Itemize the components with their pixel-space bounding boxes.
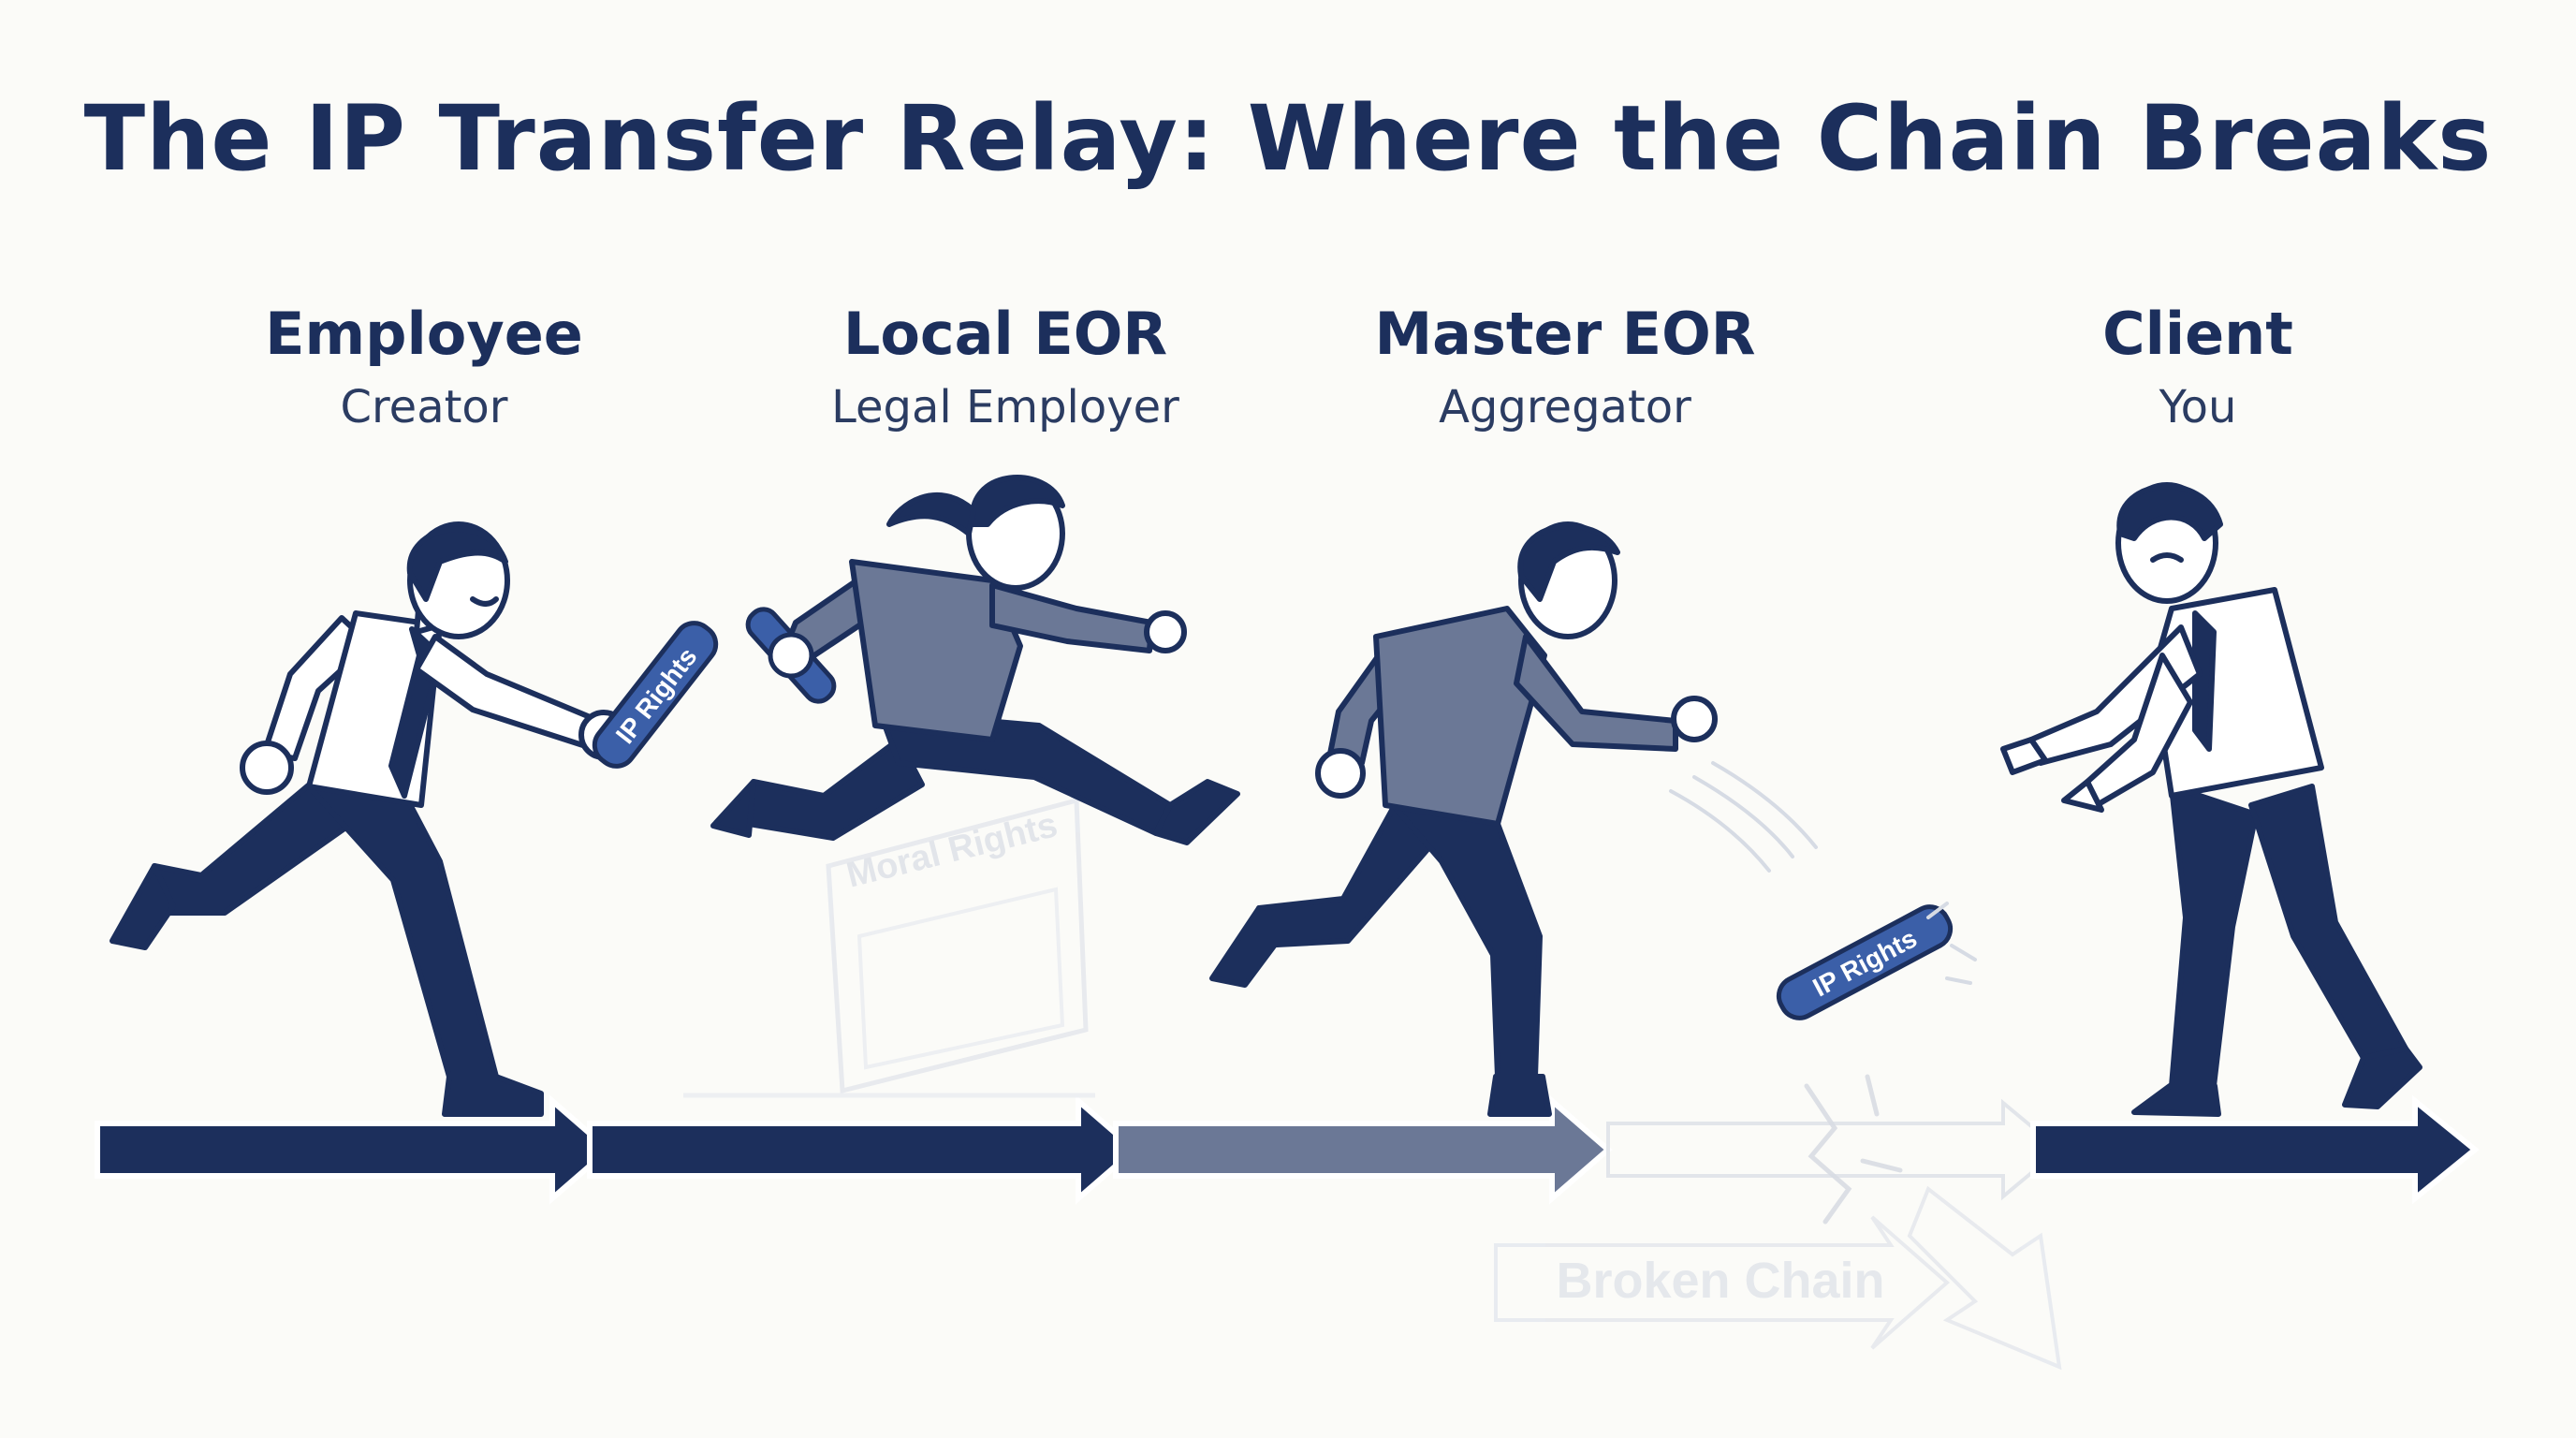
track-arrow-final — [2030, 1094, 2480, 1205]
drop-motion-lines — [1669, 761, 1977, 985]
role-employee-subtitle: Creator — [340, 381, 508, 433]
runner-local-eor — [710, 475, 1240, 845]
role-client-name: Client — [2102, 300, 2293, 368]
track-arrow-3 — [1113, 1094, 1613, 1205]
track-arrow-2 — [587, 1094, 1139, 1205]
baton-local-eor — [745, 607, 837, 704]
role-local-eor-name: Local EOR — [842, 300, 1168, 368]
track-arrow-broken — [1606, 1098, 2063, 1201]
baton-employee: IP Rights — [592, 621, 719, 769]
client-figure — [2000, 482, 2422, 1117]
role-employee: Employee Creator — [124, 300, 724, 433]
role-master-eor-name: Master EOR — [1374, 300, 1756, 368]
role-employee-name: Employee — [265, 300, 583, 368]
page-title: The IP Transfer Relay: Where the Chain B… — [83, 86, 2493, 191]
role-client: Client You — [1898, 300, 2497, 433]
role-master-eor: Master EOR Aggregator — [1266, 300, 1865, 433]
hurdle-label: Moral Rights — [842, 805, 1061, 895]
role-local-eor-subtitle: Legal Employer — [831, 381, 1179, 433]
crack-lines — [1804, 1074, 1903, 1225]
broken-arrow-shape — [1494, 1215, 1951, 1350]
track-arrow-1 — [95, 1094, 613, 1205]
role-local-eor: Local EOR Legal Employer — [706, 300, 1305, 433]
broken-chain: Broken Chain — [1494, 1074, 2062, 1371]
role-master-eor-subtitle: Aggregator — [1439, 381, 1691, 433]
role-client-subtitle: You — [2159, 381, 2237, 433]
broken-chain-label: Broken Chain — [1556, 1253, 1884, 1309]
runner-employee — [110, 521, 629, 1117]
runner-master-eor — [1209, 521, 1718, 1117]
moral-rights-hurdle: Moral Rights — [683, 797, 1095, 1098]
broken-arrow-fragment — [1907, 1185, 2062, 1371]
